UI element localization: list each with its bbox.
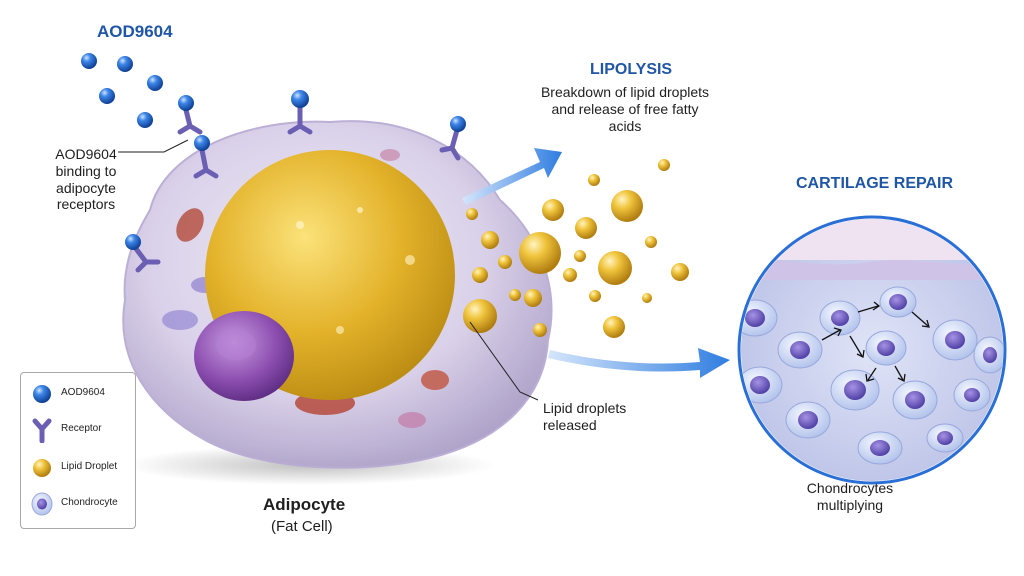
legend: AOD9604 Receptor Lipid Droplet Chondrocy… (20, 372, 136, 529)
chondrocyte-cells (741, 286, 1003, 465)
legend-label: Receptor (61, 423, 102, 434)
legend-item-aod9604: AOD9604 (21, 379, 135, 409)
free-aod9604-molecules (81, 53, 163, 128)
division-arrows (821, 301, 930, 382)
adipocyte-cell (122, 120, 553, 469)
binding-label: AOD9604 binding to adipocyte receptors (55, 146, 117, 213)
cartilage-repair-title: CARTILAGE REPAIR (796, 175, 954, 192)
released-lipid-droplets (463, 159, 689, 338)
legend-label: Chondrocyte (61, 497, 118, 508)
fat-cell-label: (Fat Cell) (271, 518, 333, 535)
legend-label: Lipid Droplet (61, 461, 118, 472)
lipid-droplet-icon (33, 459, 51, 477)
legend-item-receptor: Receptor (21, 415, 135, 445)
lipolysis-title: LIPOLYSIS (590, 61, 673, 78)
receptor-icon (32, 418, 52, 443)
bound-aod9604-molecules (125, 90, 466, 250)
aod-sphere-icon (33, 385, 51, 403)
chondrocyte-icon (31, 492, 53, 516)
legend-label: AOD9604 (61, 387, 105, 398)
aod9604-title: AOD9604 (97, 22, 173, 41)
binding-leader-line (118, 139, 189, 153)
cartilage-repair-arrow (548, 348, 730, 378)
droplets-leader-line (469, 321, 539, 401)
cartilage-tissue-view (737, 215, 1007, 485)
chondrocytes-label: Chondrocytes multiplying (806, 480, 894, 513)
droplets-released-label: Lipid droplets released (543, 400, 627, 433)
lipolysis-arrow (462, 148, 562, 205)
legend-item-chondrocyte: Chondrocyte (21, 489, 135, 519)
adipocyte-label: Adipocyte (263, 495, 346, 514)
legend-item-lipid-droplet: Lipid Droplet (21, 453, 135, 483)
lipolysis-description: Breakdown of lipid droplets and release … (540, 84, 710, 134)
